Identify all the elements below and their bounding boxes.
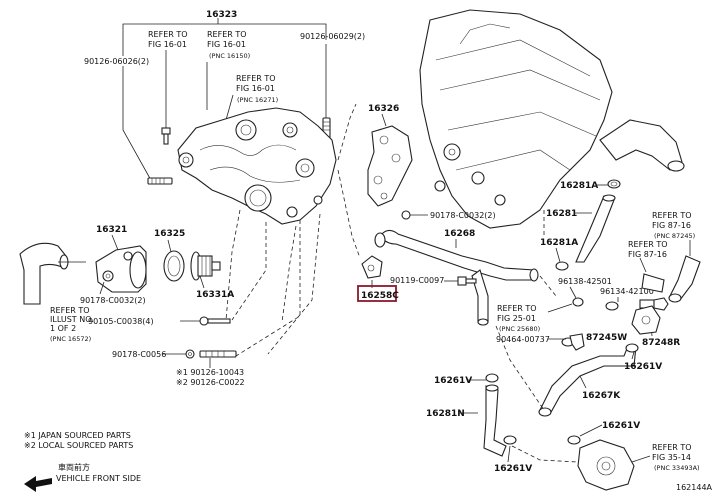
refer-fig-16-01-b-line2[interactable]: FIG 16-01 [207,40,246,49]
nut-90178-c0056 [162,349,195,359]
refer-fig-16-01-b-pnc: (PNC 16150) [209,52,250,60]
refer-illust-pnc: (PNC 16572) [50,335,91,343]
leaders-top-left [122,44,327,183]
refer-fig-35-14-line1[interactable]: REFER TO [652,443,692,452]
label-16261V-left[interactable]: 16261V [434,376,472,386]
refer-fig-35-14-line2[interactable]: FIG 35-14 [652,453,691,462]
refer-illust-line1[interactable]: REFER TO [50,306,90,315]
label-16331A[interactable]: 16331A [196,290,234,300]
refer-fig-16-01-c-line1[interactable]: REFER TO [236,74,276,83]
diagram-id: 162144A [676,483,713,492]
bolt-small-top [161,127,171,145]
label-16281A-mid[interactable]: 16281A [540,238,578,248]
water-pump-housing-16323 [177,107,337,225]
label-90178-c0032-center[interactable]: 90178-C0032(2) [430,211,496,220]
stud-90126-10043 [199,350,237,368]
refer-fig-16-01-a-line2[interactable]: FIG 16-01 [148,40,187,49]
label-16267K[interactable]: 16267K [582,391,621,401]
bracket-16323 [122,18,327,56]
note-japan-sourced: ※1 JAPAN SOURCED PARTS [24,431,131,440]
label-16281A-top[interactable]: 16281A [560,181,598,191]
label-16281N[interactable]: 16281N [426,409,465,419]
label-16281-top[interactable]: 16281 [546,209,577,219]
refer-fig-16-01-c-line2[interactable]: FIG 16-01 [236,84,275,93]
label-16323[interactable]: 16323 [206,10,237,20]
highlight-box-16258C [357,285,397,302]
refer-fig-35-14-pnc: (PNC 33493A) [654,464,700,472]
clamp-16261V-lower-right [567,435,581,445]
valve-87248R [631,305,661,335]
label-90178-c0032-left[interactable]: 90178-C0032(2) [80,296,146,305]
label-16325[interactable]: 16325 [154,229,185,239]
bolt-90105 [180,316,231,326]
refer-fig-25-01-line2[interactable]: FIG 25-01 [497,314,536,323]
water-inlet-16321 [95,245,147,293]
label-16261V-right[interactable]: 16261V [624,362,662,372]
clamp-16281A-top [607,179,621,189]
note-local-sourced: ※2 LOCAL SOURCED PARTS [24,441,133,450]
dashed-leaders-left [225,103,361,357]
heater-hose-right [641,255,701,303]
component-fig-35-14 [511,439,635,491]
refer-fig-87-16-a-line2[interactable]: FIG 87-16 [652,221,691,230]
refer-fig-16-01-a-line1[interactable]: REFER TO [148,30,188,39]
clip-90464 [569,333,585,351]
label-16261V-bottom[interactable]: 16261V [494,464,532,474]
thermostat-16331A [190,251,221,281]
bolt-90119 [457,276,477,286]
gasket-16326 [367,125,413,207]
label-96134-42100[interactable]: 96134-42100 [600,287,654,296]
refer-fig-87-16-a-line1[interactable]: REFER TO [652,211,692,220]
hose-16267K [538,345,637,417]
hose-pnc-16572 [19,242,86,305]
hose-16281 [575,194,616,263]
label-96138-42501[interactable]: 96138-42501 [558,277,612,286]
label-90105-c0038[interactable]: 90105-C0038(4) [88,317,154,326]
refer-fig-25-01-pnc: (PNC 25680) [499,325,540,333]
label-87248R[interactable]: 87248R [642,338,680,348]
hose-16281N [483,384,507,457]
clamp-16261V-right [625,343,639,353]
dashed-leaders-right [495,210,557,411]
label-16268[interactable]: 16268 [444,229,475,239]
label-90126-06029[interactable]: 90126-06029(2) [300,32,365,41]
label-90464-00737[interactable]: 90464-00737 [496,335,550,344]
label-90126-06026[interactable]: 90126-06026(2) [84,57,149,66]
label-16261V-lower-right[interactable]: 16261V [602,421,640,431]
refer-fig-16-01-c-pnc: (PNC 16271) [237,96,278,104]
label-16258C[interactable]: 16258C [361,291,399,301]
label-90178-c0056[interactable]: 90178-C0056 [112,350,166,359]
vehicle-front-arrow-icon [24,476,52,492]
gasket-16258C [361,255,383,288]
note-90126-10043[interactable]: ※1 90126-10043 [176,368,244,377]
nut-90178-c0032 [401,210,411,220]
clamp-16261V-bottom [503,435,517,445]
label-16326[interactable]: 16326 [368,104,399,114]
engine-block [419,9,685,229]
refer-illust-line2[interactable]: ILLUST NO. [50,315,94,324]
refer-fig-87-16-b-line2[interactable]: FIG 87-16 [628,250,667,259]
label-87245W[interactable]: 87245W [586,333,627,343]
label-16321[interactable]: 16321 [96,225,127,235]
label-90119-c0097[interactable]: 90119-C0097 [390,276,444,285]
refer-illust-line3[interactable]: 1 OF 2 [50,324,76,333]
clamp-16281A-mid [555,261,569,271]
gasket-16325 [163,250,185,282]
note-90126-c0022[interactable]: ※2 90126-C0022 [176,378,245,387]
front-side-en: VEHICLE FRONT SIDE [56,474,141,483]
clamp-16261V-left [485,373,499,383]
stud-90126-06026 [147,177,173,185]
refer-fig-87-16-a-pnc: (PNC 87245) [654,232,695,240]
front-side-jp: 車両前方 [58,462,90,472]
refer-fig-87-16-b-line1[interactable]: REFER TO [628,240,668,249]
refer-fig-16-01-b-line1[interactable]: REFER TO [207,30,247,39]
refer-fig-25-01-line1[interactable]: REFER TO [497,304,537,313]
